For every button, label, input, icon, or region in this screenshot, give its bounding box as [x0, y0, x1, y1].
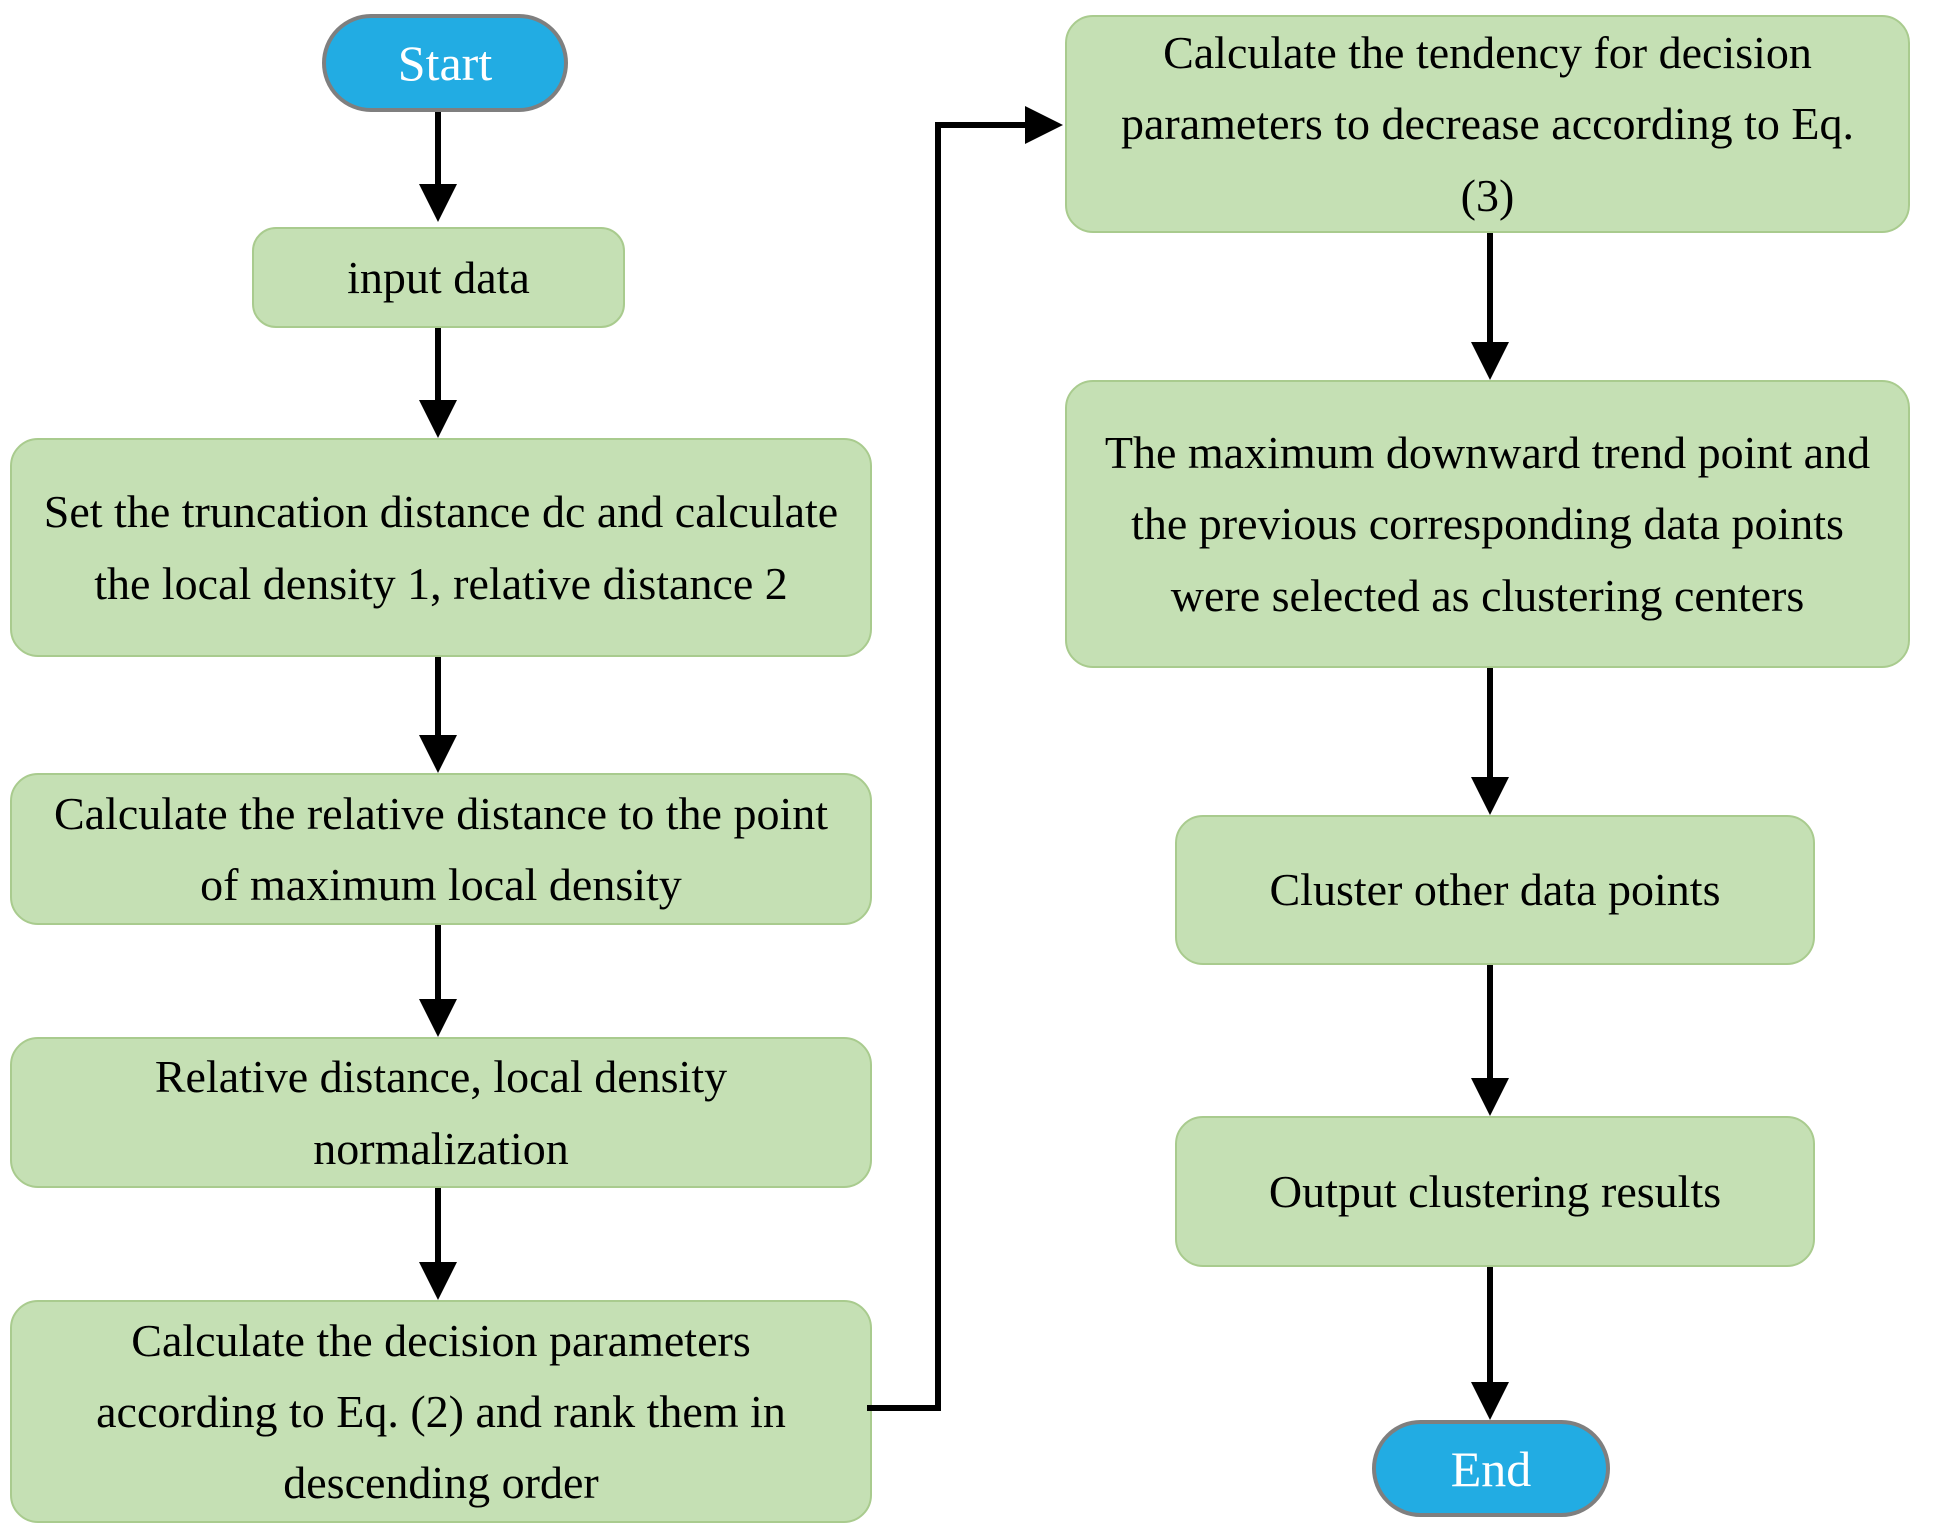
normalization-node: Relative distance, local density normali… — [10, 1037, 872, 1188]
set-truncation-node: Set the truncation distance dc and calcu… — [10, 438, 872, 657]
tendency-node: Calculate the tendency for decision para… — [1065, 15, 1910, 233]
relative-distance-node: Calculate the relative distance to the p… — [10, 773, 872, 925]
max-downward-node: The maximum downward trend point and the… — [1065, 380, 1910, 668]
start-node: Start — [322, 14, 568, 112]
end-node: End — [1372, 1420, 1610, 1517]
input-data-node: input data — [252, 227, 625, 328]
decision-parameters-node: Calculate the decision parameters accord… — [10, 1300, 872, 1523]
cluster-other-node: Cluster other data points — [1175, 815, 1815, 965]
output-results-node: Output clustering results — [1175, 1116, 1815, 1267]
